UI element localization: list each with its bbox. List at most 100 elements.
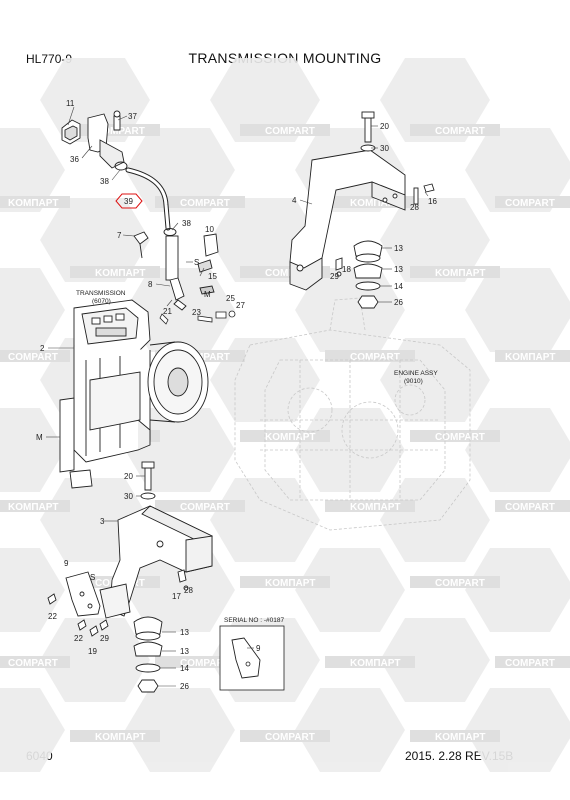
callout-13: 13 <box>394 244 403 253</box>
part-13-mount-a <box>133 616 163 635</box>
callout-8: 8 <box>148 280 153 289</box>
callout-36: 36 <box>70 155 79 164</box>
part-15-clip <box>197 259 213 273</box>
watermark-text: KOMПAPT <box>265 432 316 443</box>
watermark-text: KOMПAPT <box>95 268 146 279</box>
callout-labels: 11 37 36 38 39 38 10 7 S 15 8 M 25 27 23… <box>36 99 438 691</box>
part-14-washer <box>355 281 381 291</box>
callout-38: 38 <box>100 177 109 186</box>
callout-4: 4 <box>292 196 297 205</box>
watermark-text: COMPART <box>435 432 485 443</box>
callout-38-lower: 38 <box>182 219 191 228</box>
part-38-oring <box>114 161 128 171</box>
callout-s-lower: S <box>90 573 95 582</box>
engine-mount-bracket <box>289 111 435 309</box>
engine-code: (9010) <box>404 378 423 385</box>
callout-28-lower: 28 <box>184 586 193 595</box>
watermark-text: COMPART <box>8 352 58 363</box>
part-28-bolt <box>413 187 419 205</box>
callout-21: 21 <box>163 307 172 316</box>
callout-13-b: 13 <box>394 265 403 274</box>
transmission-label: TRANSMISSION <box>76 290 126 297</box>
part-20-bolt-lower <box>144 467 152 491</box>
watermark-text: KOMПAPT <box>435 732 486 743</box>
watermark-text: COMPART <box>180 198 230 209</box>
breather-tube-assembly <box>133 231 219 311</box>
watermark-text: COMPART <box>435 126 485 137</box>
callout-26: 26 <box>394 298 403 307</box>
callout-29: 29 <box>330 272 339 281</box>
part-10-block <box>203 233 219 257</box>
watermark-text: COMPART <box>180 352 230 363</box>
callout-14-lower: 14 <box>180 664 189 673</box>
watermark-text: KOMПAPT <box>8 198 59 209</box>
watermark-text: KOMПAPT <box>95 732 146 743</box>
part-38-oring-lower <box>163 228 177 236</box>
callout-28: 28 <box>410 203 419 212</box>
part-20-bolt <box>364 117 372 143</box>
callout-3: 3 <box>100 517 105 526</box>
part-28-bolt-lower <box>183 585 189 591</box>
watermark-text: COMPART <box>505 198 555 209</box>
watermark-text: COMPART <box>95 126 145 137</box>
part-18-screw <box>335 257 343 271</box>
callout-7: 7 <box>117 231 122 240</box>
part-17-screw <box>177 569 187 583</box>
watermark-text: COMPART <box>435 578 485 589</box>
callout-37: 37 <box>128 112 137 121</box>
watermark-tile <box>40 58 150 142</box>
watermark-text: COMPART <box>180 502 230 513</box>
callout-20-lower: 20 <box>124 472 133 481</box>
transmission-code: (6070) <box>92 298 111 305</box>
callout-s-upper: S <box>194 258 199 267</box>
lower-mount-bracket <box>47 461 214 693</box>
part-37-screw <box>113 115 121 131</box>
callout-9: 9 <box>64 559 69 568</box>
engine-label: ENGINE ASSY <box>394 370 438 377</box>
callout-9-serial: 9 <box>256 644 261 653</box>
part-4-bracket <box>289 149 406 269</box>
watermark-text: COMPART <box>265 732 315 743</box>
watermark-text: KOMПAPT <box>350 502 401 513</box>
callout-14: 14 <box>394 282 403 291</box>
callout-2: 2 <box>40 344 45 353</box>
callout-30-lower: 30 <box>124 492 133 501</box>
breather-assembly <box>61 110 128 171</box>
callout-20: 20 <box>380 122 389 131</box>
part-8-fitting <box>169 277 185 301</box>
callout-15: 15 <box>208 272 217 281</box>
part-26-nut <box>357 295 379 309</box>
watermark-text: COMPART <box>505 502 555 513</box>
callout-m-upper: M <box>204 290 211 299</box>
callout-13-d: 13 <box>180 647 189 656</box>
callout-18: 18 <box>342 265 351 274</box>
callout-23: 23 <box>192 308 201 317</box>
callout-13-c: 13 <box>180 628 189 637</box>
watermark-text: COMPART <box>350 352 400 363</box>
watermark-text: COMPART <box>265 126 315 137</box>
callout-29-lower: 29 <box>100 634 109 643</box>
callout-22-b: 22 <box>74 634 83 643</box>
part-9-bracket-alt <box>231 637 261 679</box>
small-bolts <box>159 310 236 325</box>
callout-10: 10 <box>205 225 214 234</box>
watermark-text: COMPART <box>180 658 230 669</box>
part-13-mount-lower <box>353 263 383 279</box>
model-code: HL770-9 <box>26 52 73 66</box>
part-13-mount-upper <box>353 240 383 257</box>
callout-26-lower: 26 <box>180 682 189 691</box>
callout-11: 11 <box>66 99 75 108</box>
transmission-body <box>59 299 209 489</box>
callout-39-highlight <box>115 193 143 209</box>
part-14-washer-lower <box>135 663 161 673</box>
watermark-text: COMPART <box>8 658 58 669</box>
callout-16: 16 <box>428 197 437 206</box>
watermark-text: KOMПAPT <box>435 268 486 279</box>
callout-30: 30 <box>380 144 389 153</box>
part-26-nut-lower <box>137 679 159 693</box>
callout-39: 39 <box>124 197 133 206</box>
watermark-text: KOMПAPT <box>350 658 401 669</box>
watermark-text: KOMПAPT <box>350 198 401 209</box>
callout-17: 17 <box>172 592 181 601</box>
